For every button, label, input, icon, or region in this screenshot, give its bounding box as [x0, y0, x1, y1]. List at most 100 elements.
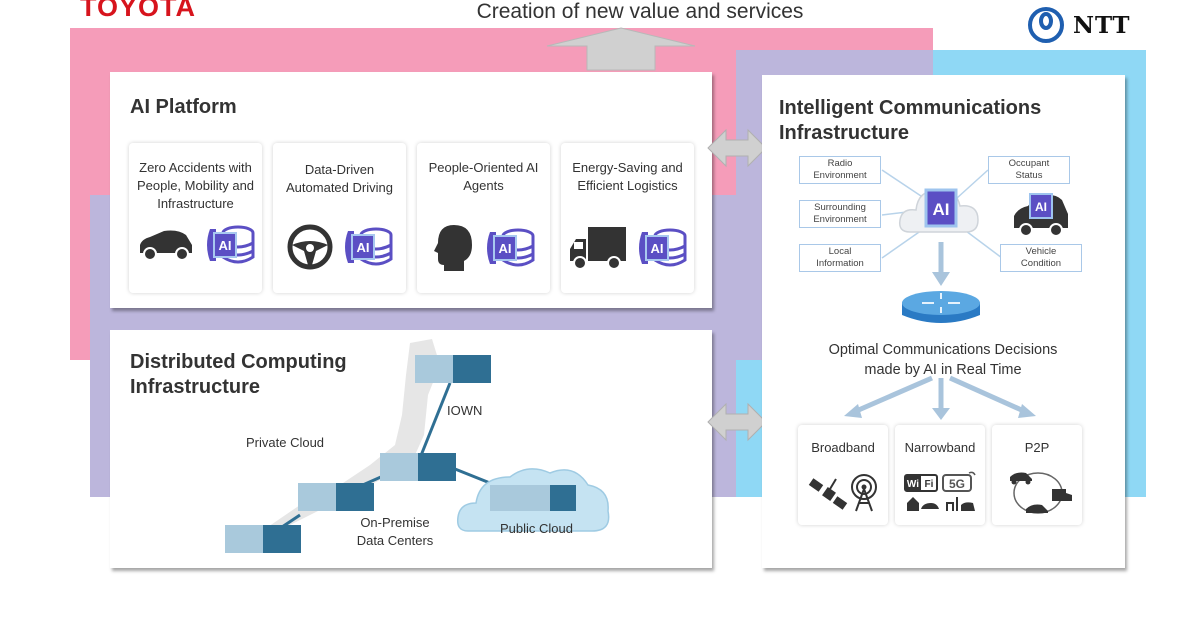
- ai-card-automated-driving: Data-Driven Automated Driving AI: [273, 143, 406, 293]
- 5g-text: 5G: [949, 477, 965, 491]
- channel-broadband: Broadband: [798, 425, 888, 525]
- channel-narrowband: Narrowband Wi Fi 5G: [895, 425, 985, 525]
- ai-card-ai-agents: People-Oriented AI Agents AI: [417, 143, 550, 293]
- label-line: On-Premise: [360, 515, 430, 530]
- ntt-wordmark: NTT: [1073, 11, 1131, 39]
- ai-card-label: People-Oriented AI Agents: [428, 160, 539, 193]
- satellite-icon: [808, 478, 848, 510]
- box-line: Environment: [813, 170, 867, 181]
- server-rack-on-premise: [298, 483, 374, 511]
- head-icon: [433, 225, 472, 271]
- title-line: Infrastructure: [130, 376, 261, 398]
- wifi-text-a: Wi: [907, 479, 919, 490]
- ai-platform-title: AI Platform: [130, 96, 237, 118]
- on-premise-label: On-Premise Data Centers: [350, 514, 440, 550]
- box-line: Occupant: [1008, 158, 1050, 169]
- channel-label: Broadband: [811, 440, 875, 455]
- ai-database-icon: AI: [206, 225, 254, 264]
- ai-card-logistics: Energy-Saving and Efficient Logistics AI: [561, 143, 694, 293]
- ic-connectors: [844, 169, 1036, 420]
- steering-wheel-icon: [287, 224, 332, 270]
- server-rack-public-cloud: [490, 485, 576, 511]
- car-icon: [961, 502, 975, 511]
- box-line: Vehicle: [1025, 246, 1057, 257]
- arrow-head: [844, 404, 862, 418]
- distributed-computing-title: Distributed Computing Infrastructure: [130, 350, 347, 400]
- box-line: Status: [1015, 170, 1043, 181]
- connector-line: [956, 169, 989, 199]
- ntt-swirl-icon: [1028, 7, 1064, 43]
- connector-line: [961, 227, 1003, 259]
- double-arrow-icon: [707, 402, 767, 442]
- antenna-tower-icon: [851, 474, 877, 512]
- ai-database-icon: AI: [344, 227, 392, 266]
- private-cloud-label: Private Cloud: [246, 435, 325, 450]
- decision-line: made by AI in Real Time: [864, 362, 1022, 378]
- box-line: Environment: [813, 214, 867, 225]
- wifi-badge-icon: Wi Fi: [904, 474, 938, 492]
- car-icon: [139, 230, 192, 261]
- connector-line: [881, 229, 923, 259]
- arrow-head: [932, 272, 950, 286]
- label-line: Data Centers: [356, 533, 434, 548]
- channel-label: P2P: [1024, 440, 1050, 455]
- p2p-icons: [1010, 472, 1072, 514]
- house-icon: [907, 497, 919, 511]
- svg-text:AI: AI: [218, 238, 231, 253]
- up-arrow-icon: [546, 27, 696, 71]
- double-arrow-icon: [707, 128, 767, 168]
- joint-frame-band-vertical: [736, 50, 762, 360]
- title-line: Intelligent Communications: [779, 97, 1042, 119]
- ai-car-icon: AI: [1014, 193, 1068, 237]
- ai-database-icon: AI: [638, 228, 686, 267]
- japan-network-map: [225, 339, 610, 553]
- arrow-shaft: [853, 375, 933, 415]
- title-line: Infrastructure: [779, 122, 910, 144]
- 5g-badge-icon: 5G: [942, 471, 976, 492]
- box-line: Condition: [1020, 258, 1062, 269]
- svg-text:AI: AI: [650, 241, 663, 256]
- svg-text:AI: AI: [356, 240, 369, 255]
- wifi-text-b: Fi: [925, 479, 934, 490]
- meter-icon: [946, 497, 958, 511]
- channel-label: Narrowband: [904, 440, 976, 455]
- ai-database-icon: AI: [486, 228, 534, 267]
- ai-card-label: Zero Accidents with People, Mobility and…: [136, 160, 255, 211]
- joint-frame-band-top-left: [736, 50, 933, 75]
- car-icon: [921, 503, 939, 509]
- svg-text:AI: AI: [933, 200, 950, 219]
- narrowband-icons: Wi Fi 5G: [904, 471, 976, 511]
- title-line: Distributed Computing: [130, 351, 347, 373]
- decision-text: Optimal Communications Decisions made by…: [776, 340, 1110, 380]
- top-caption: Creation of new value and services: [476, 0, 804, 23]
- truck-icon: [569, 227, 626, 270]
- ntt-frame-band-top: [933, 50, 1146, 75]
- arrow-head: [1018, 404, 1036, 418]
- public-cloud-label: Public Cloud: [500, 521, 573, 536]
- network-link: [416, 382, 452, 464]
- box-line: Information: [816, 258, 864, 269]
- toyota-logo: TOYOTA: [80, 0, 197, 22]
- box-line: Surrounding: [814, 202, 866, 213]
- decision-line: Optimal Communications Decisions: [828, 342, 1058, 358]
- car-icon: [1026, 504, 1048, 513]
- arrow-shaft: [948, 375, 1028, 415]
- ai-card-label: Data-Driven Automated Driving: [286, 162, 393, 195]
- server-rack-iown: [415, 355, 491, 383]
- arrow-head: [932, 408, 950, 420]
- channel-p2p: P2P: [992, 425, 1082, 525]
- ai-card-zero-accidents: Zero Accidents with People, Mobility and…: [129, 143, 262, 293]
- box-line: Radio: [827, 158, 853, 169]
- server-rack-on-premise-2: [225, 525, 301, 553]
- truck-icon: [1052, 489, 1072, 501]
- car-icon: [1010, 472, 1032, 485]
- box-line: Local: [828, 246, 852, 257]
- intelligent-comm-title: Intelligent Communications Infrastructur…: [779, 96, 1041, 146]
- router-icon: [902, 291, 980, 323]
- server-rack-private-cloud: [380, 453, 456, 481]
